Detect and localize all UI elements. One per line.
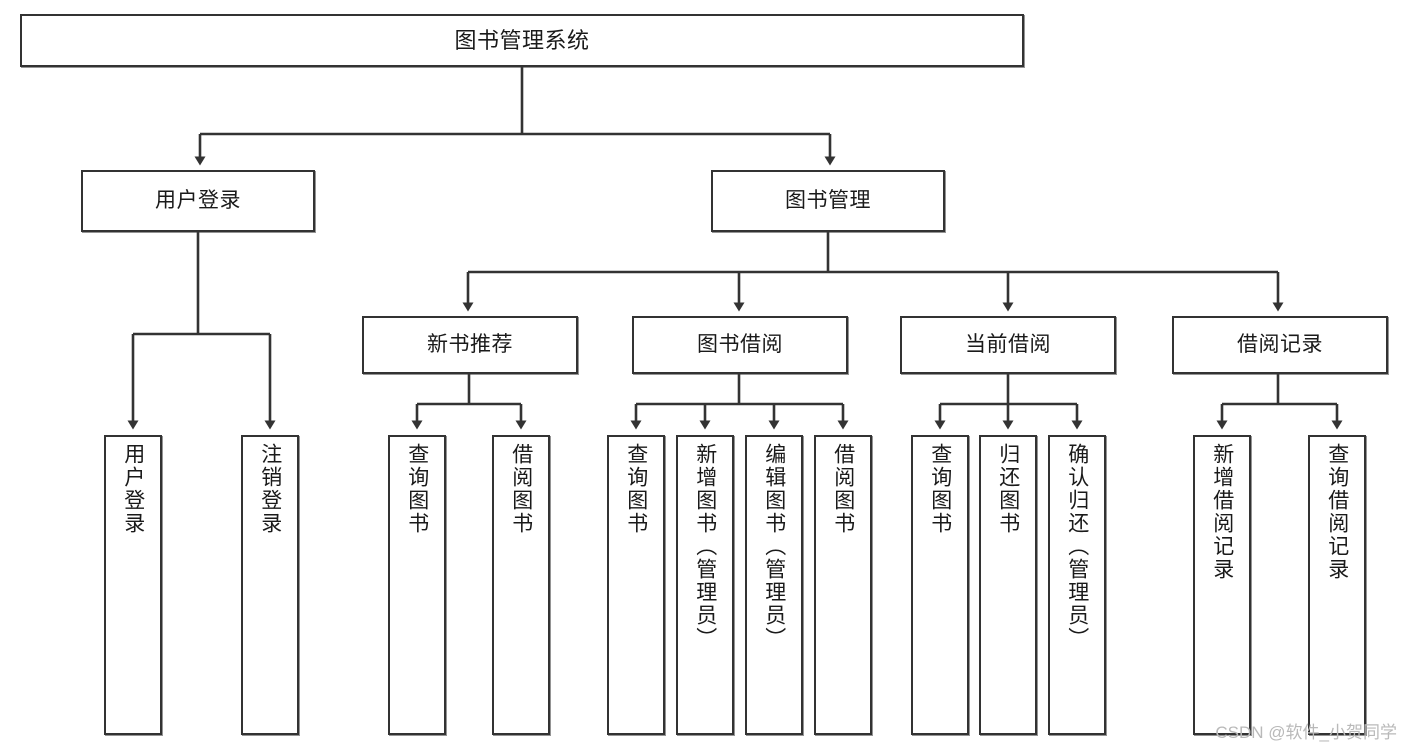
node-label: 查询图书 (928, 443, 952, 535)
leaf-confirm-return-admin[interactable]: 确认归还（管理员） (1048, 435, 1106, 735)
leaf-edit-book-admin[interactable]: 编辑图书（管理员） (745, 435, 803, 735)
node-label: 图书管理系统 (454, 27, 590, 53)
leaf-add-book-admin[interactable]: 新增图书（管理员） (676, 435, 734, 735)
node-label: 新增图书（管理员） (693, 443, 717, 650)
node-label: 图书借阅 (697, 332, 783, 356)
node-label: 确认归还（管理员） (1065, 443, 1089, 650)
node-borrow-record[interactable]: 借阅记录 (1172, 316, 1388, 374)
node-root-system[interactable]: 图书管理系统 (20, 14, 1024, 67)
node-label: 查询图书 (624, 443, 648, 535)
leaf-query-borrow-record[interactable]: 查询借阅记录 (1308, 435, 1366, 735)
node-user-login[interactable]: 用户登录 (81, 170, 315, 232)
leaf-add-borrow-record[interactable]: 新增借阅记录 (1193, 435, 1251, 735)
node-label: 借阅图书 (831, 443, 855, 535)
node-book-borrow[interactable]: 图书借阅 (632, 316, 848, 374)
leaf-return-book[interactable]: 归还图书 (979, 435, 1037, 735)
node-label: 归还图书 (996, 443, 1020, 535)
node-label: 编辑图书（管理员） (762, 443, 786, 650)
leaf-borrow-book-newbook[interactable]: 借阅图书 (492, 435, 550, 735)
leaf-user-login[interactable]: 用户登录 (104, 435, 162, 735)
leaf-query-book-current[interactable]: 查询图书 (911, 435, 969, 735)
leaf-borrow-book[interactable]: 借阅图书 (814, 435, 872, 735)
node-label: 用户登录 (155, 188, 241, 212)
leaf-logout[interactable]: 注销登录 (241, 435, 299, 735)
csdn-watermark: CSDN @软件_小贺同学 (1215, 723, 1397, 742)
node-label: 用户登录 (121, 443, 145, 535)
node-label: 借阅记录 (1237, 332, 1323, 356)
node-book-management[interactable]: 图书管理 (711, 170, 945, 232)
node-label: 图书管理 (785, 188, 871, 212)
node-label: 当前借阅 (965, 332, 1051, 356)
node-current-borrow[interactable]: 当前借阅 (900, 316, 1116, 374)
leaf-query-book-newbook[interactable]: 查询图书 (388, 435, 446, 735)
node-label: 查询图书 (405, 443, 429, 535)
node-label: 新书推荐 (427, 332, 513, 356)
node-new-book-recommend[interactable]: 新书推荐 (362, 316, 578, 374)
node-label: 借阅图书 (509, 443, 533, 535)
node-label: 新增借阅记录 (1210, 443, 1234, 581)
node-label: 注销登录 (258, 443, 282, 535)
node-label: 查询借阅记录 (1325, 443, 1349, 581)
leaf-query-book-borrow[interactable]: 查询图书 (607, 435, 665, 735)
